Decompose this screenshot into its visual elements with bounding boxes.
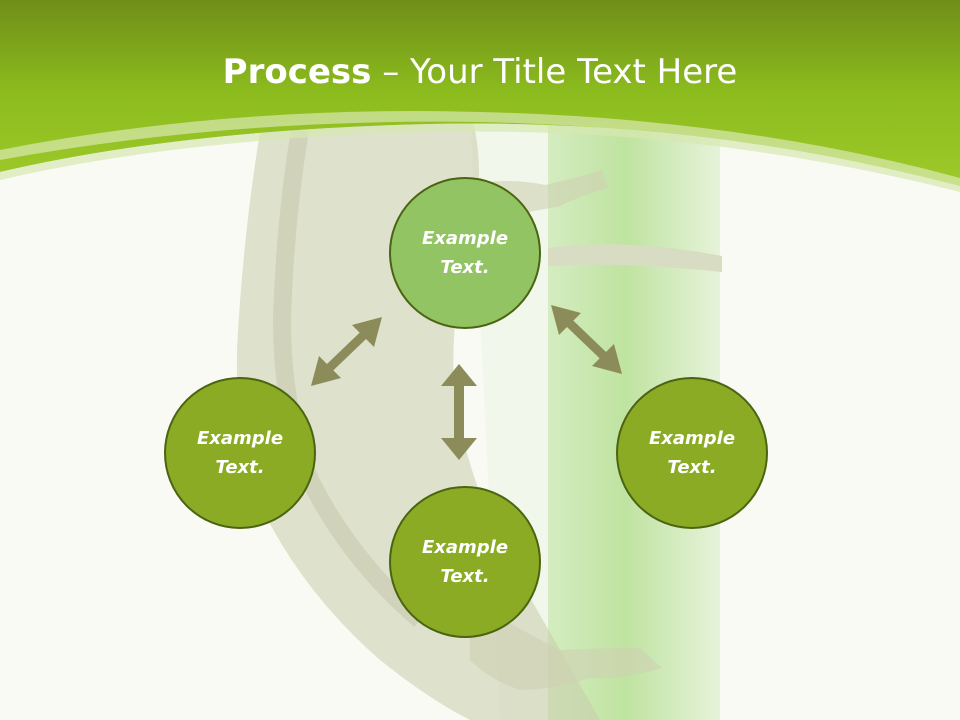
node-left: Example Text. bbox=[164, 377, 316, 529]
node-left-label: Example Text. bbox=[196, 428, 284, 478]
title-rest: Your Title Text Here bbox=[410, 52, 738, 92]
node-bottom: Example Text. bbox=[389, 486, 541, 638]
node-bottom-label: Example Text. bbox=[421, 537, 509, 587]
node-top: Example Text. bbox=[389, 177, 541, 329]
title-dash: – bbox=[371, 52, 411, 92]
node-top-label: Example Text. bbox=[421, 228, 509, 278]
slide-title: Process – Your Title Text Here bbox=[0, 52, 960, 92]
title-bold-word: Process bbox=[222, 52, 372, 92]
node-right-label: Example Text. bbox=[648, 428, 736, 478]
node-right: Example Text. bbox=[616, 377, 768, 529]
